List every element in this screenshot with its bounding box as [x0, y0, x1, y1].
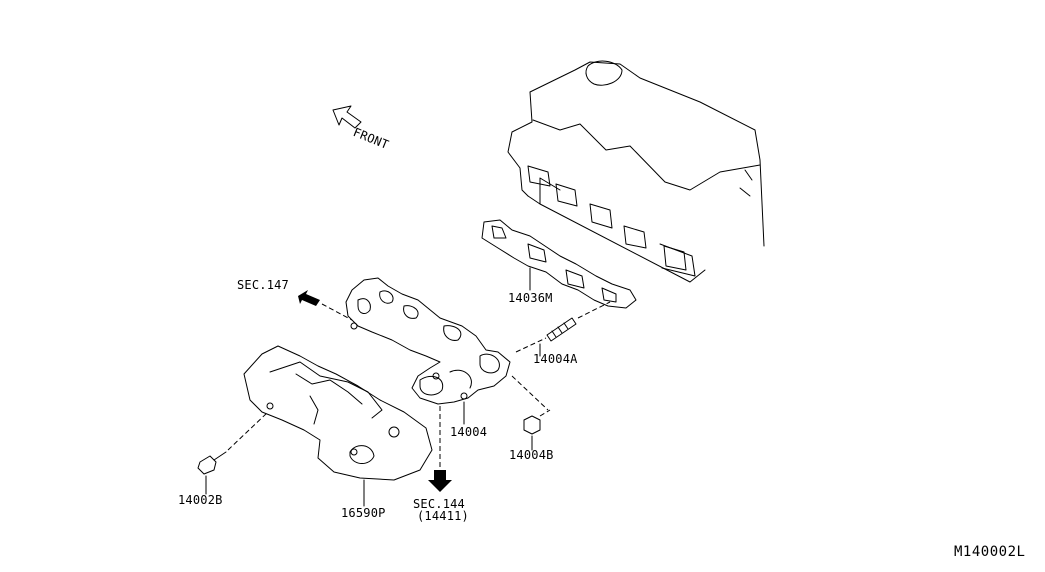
exhaust-manifold-14004	[345, 277, 549, 425]
part-label-16590p: 16590P	[341, 506, 386, 520]
cylinder-head	[507, 60, 765, 283]
sec147-label: SEC.147	[237, 278, 289, 292]
part-label-14002b: 14002B	[178, 493, 223, 507]
figure-code: M140002L	[954, 544, 1026, 560]
stud-14004a	[515, 301, 611, 357]
part-label-14004b: 14004B	[509, 448, 554, 462]
gasket-14036m	[481, 219, 637, 309]
bolt-14002b	[197, 411, 269, 495]
sec144-label: SEC.144	[413, 497, 465, 511]
part-label-14036m: 14036M	[508, 291, 553, 305]
sec147-arrow-icon	[298, 290, 353, 321]
sec144-arrow-icon	[428, 406, 452, 492]
part-label-14004a: 14004A	[533, 352, 578, 366]
part-label-14004: 14004	[450, 425, 488, 439]
front-arrow-icon	[332, 105, 362, 129]
heat-insulator-16590p	[243, 345, 433, 507]
nut-14004b	[523, 409, 551, 451]
sec144-sublabel: (14411)	[417, 509, 469, 523]
